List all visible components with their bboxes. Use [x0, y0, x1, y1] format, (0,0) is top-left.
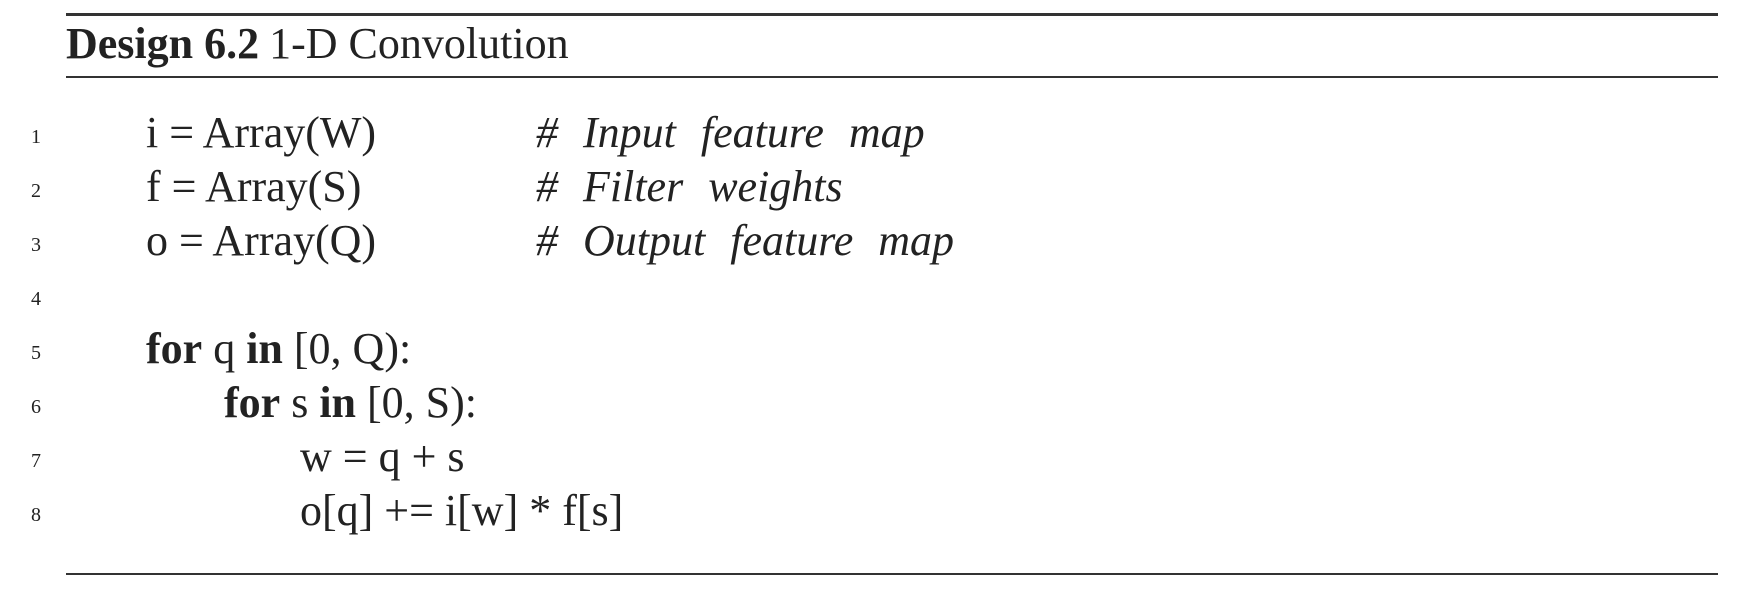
line-number: 4 [31, 288, 41, 310]
top-rule [66, 13, 1718, 16]
bottom-rule [66, 573, 1718, 575]
code-line-blank: 4 [0, 268, 1738, 322]
line-number: 2 [31, 180, 41, 202]
keyword-for: for [224, 378, 281, 427]
code-listing: 1 i = Array(W) # Input feature map 2 f =… [0, 106, 1738, 538]
code-comment: # Input feature map [536, 108, 925, 157]
code-line: 6 for s in [0, S): [0, 376, 1738, 430]
line-number: 1 [31, 126, 41, 148]
code-comment: # Output feature map [536, 216, 954, 265]
loop-variable: q [213, 324, 236, 373]
line-number: 8 [31, 504, 41, 526]
code-statement: w = q + s [300, 432, 465, 481]
code-statement: o[q] += i[w] * f[s] [300, 486, 624, 535]
code-comment: # Filter weights [536, 162, 843, 211]
keyword-for: for [146, 324, 203, 373]
loop-variable: s [291, 378, 309, 427]
caption-rule [66, 76, 1718, 78]
caption-title: 1-D Convolution [269, 19, 569, 68]
code-line: 7 w = q + s [0, 430, 1738, 484]
code-line: 3 o = Array(Q) # Output feature map [0, 214, 1738, 268]
line-number: 6 [31, 396, 41, 418]
loop-range: [0, S): [367, 378, 478, 427]
for-loop-header: for s in [0, S): [224, 376, 477, 430]
code-statement: i = Array(W) [146, 108, 377, 157]
code-line: 2 f = Array(S) # Filter weights [0, 160, 1738, 214]
code-line: 1 i = Array(W) # Input feature map [0, 106, 1738, 160]
keyword-in: in [246, 324, 283, 373]
code-line: 5 for q in [0, Q): [0, 322, 1738, 376]
line-number: 3 [31, 234, 41, 256]
keyword-in: in [319, 378, 357, 427]
code-line: 8 o[q] += i[w] * f[s] [0, 484, 1738, 538]
loop-range: [0, Q): [293, 324, 412, 373]
line-number: 7 [31, 450, 41, 472]
line-number: 5 [31, 342, 41, 364]
code-statement: f = Array(S) [146, 162, 362, 211]
caption-label: Design 6.2 [66, 19, 260, 68]
for-loop-header: for q in [0, Q): [146, 322, 411, 376]
code-statement: o = Array(Q) [146, 216, 377, 265]
